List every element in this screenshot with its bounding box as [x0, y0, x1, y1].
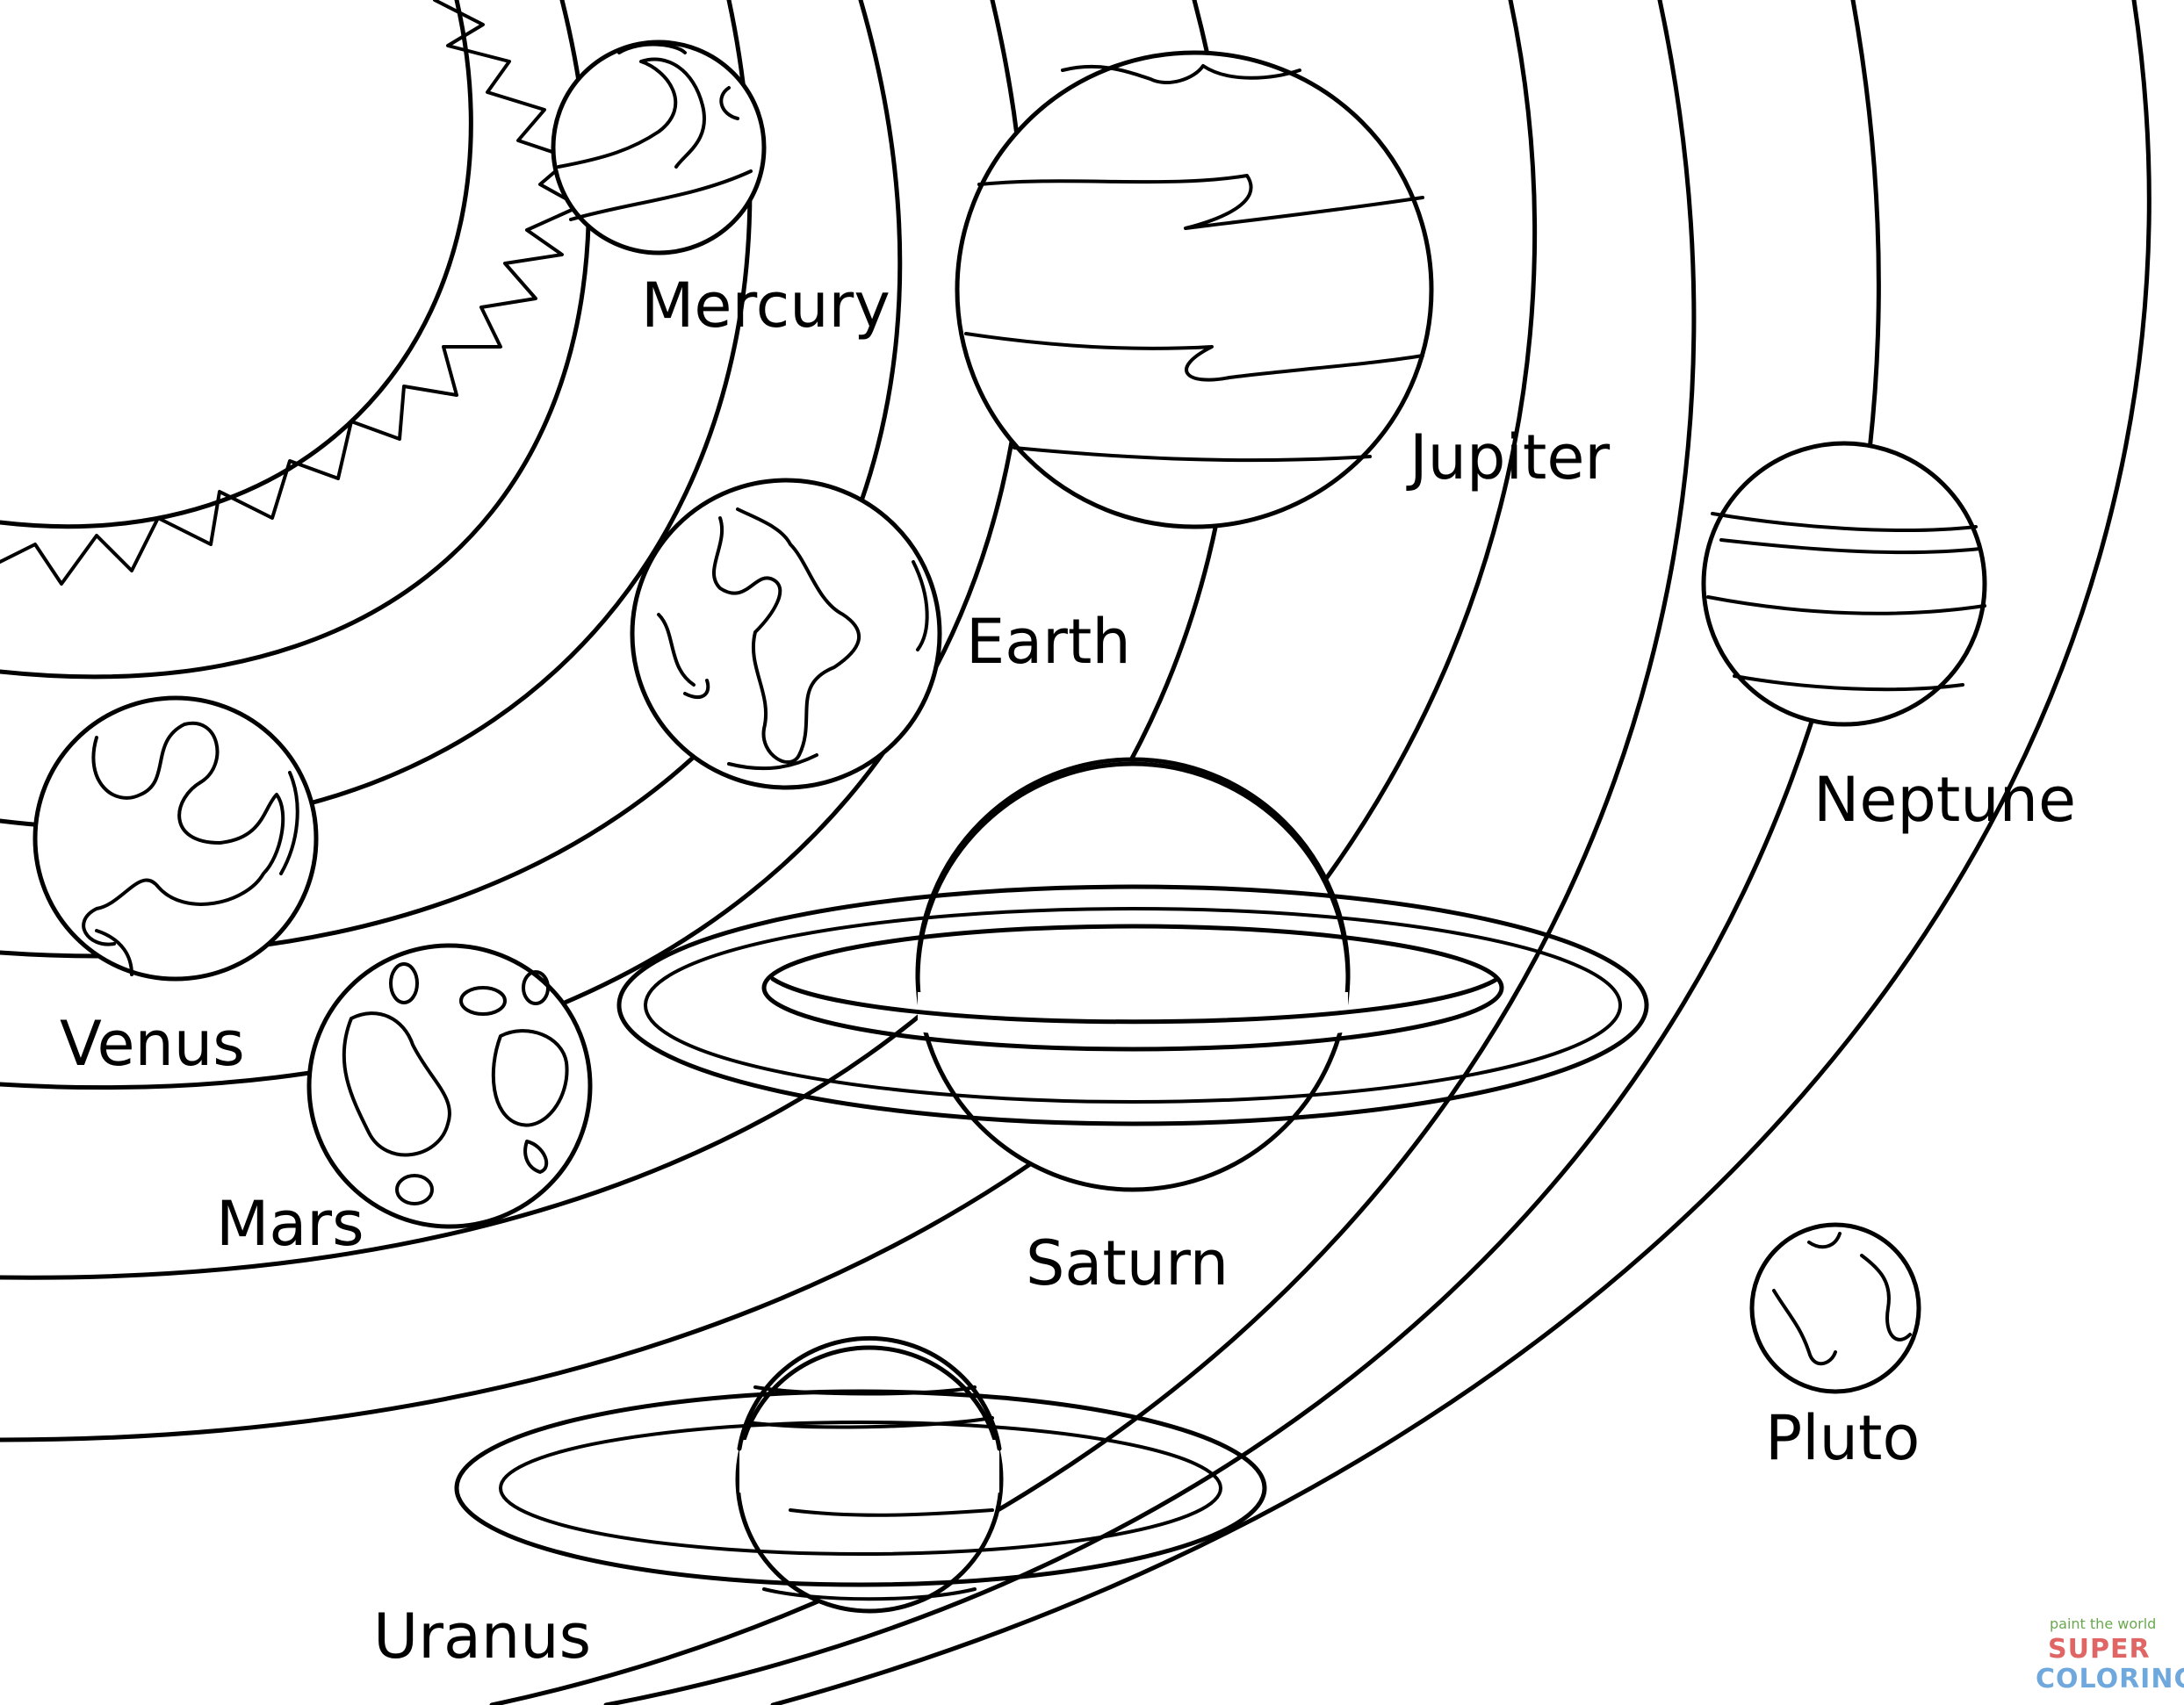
super-coloring-logo: paint the world SUPER COLORING [2036, 1615, 2184, 1694]
mars-planet [306, 943, 593, 1229]
saturn-planet [616, 757, 1649, 1192]
orbit-neptune [603, 0, 1881, 1705]
label-venus: Venus [60, 1008, 245, 1080]
label-pluto: Pluto [1765, 1402, 1920, 1474]
jupiter-planet [955, 50, 1434, 529]
label-mars: Mars [216, 1188, 364, 1260]
neptune-planet [1701, 441, 1987, 727]
label-mercury: Mercury [641, 270, 890, 342]
logo-tagline: paint the world [2050, 1615, 2156, 1632]
sun-disc [0, 0, 473, 529]
planet-labels: Mercury Venus Earth Mars Jupiter Saturn … [60, 270, 2076, 1673]
venus-planet [32, 695, 319, 982]
uranus-planet [454, 1335, 1267, 1614]
logo-line-2: COLORING [2036, 1664, 2184, 1694]
label-earth: Earth [966, 606, 1131, 678]
sun [0, 0, 581, 586]
pluto-planet [1749, 1222, 1921, 1394]
logo-line-1: SUPER [2048, 1634, 2151, 1665]
label-uranus: Uranus [373, 1601, 591, 1673]
orbit-pluto [770, 0, 2152, 1705]
earth-planet [630, 478, 942, 790]
label-jupiter: Jupiter [1406, 421, 1610, 493]
sun-rays [0, 0, 581, 586]
label-neptune: Neptune [1813, 764, 2076, 836]
label-saturn: Saturn [1026, 1227, 1229, 1299]
mercury-planet [551, 40, 767, 255]
orbit-mercury [0, 0, 591, 680]
